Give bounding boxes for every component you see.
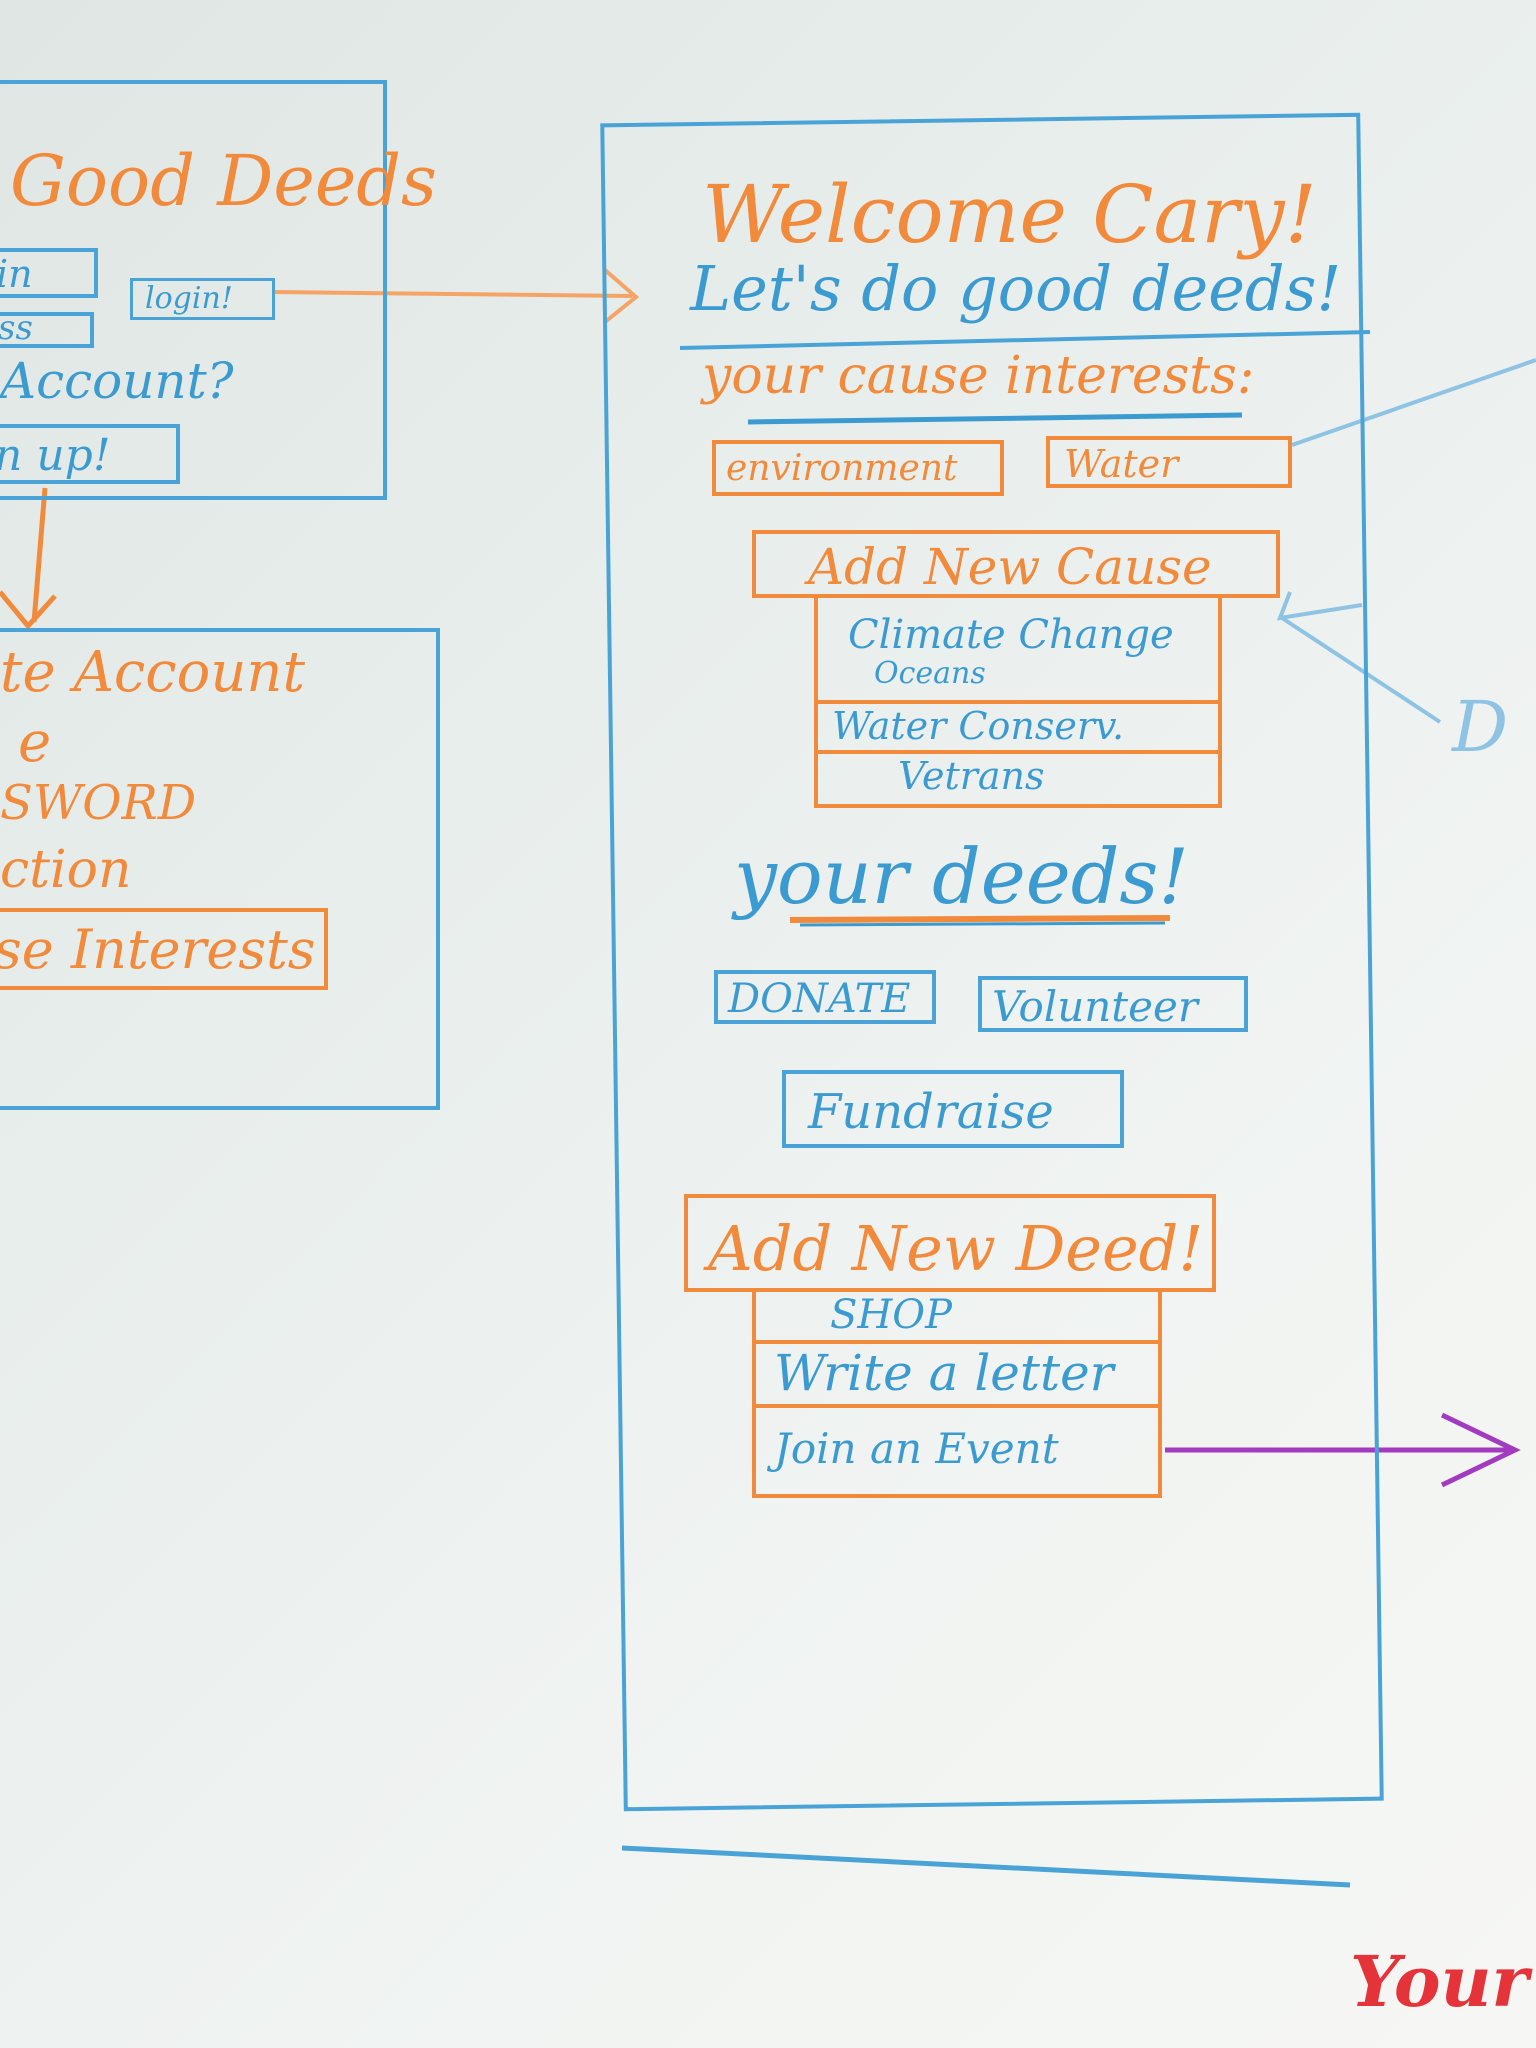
login-screen-frame [0, 80, 387, 500]
stroke-water-to-right [1291, 358, 1536, 447]
cause-option-climate-label: Climate Change [848, 612, 1174, 658]
create-account-line-3: ction [0, 840, 132, 900]
underline-deeds-orange [789, 915, 1171, 923]
add-cause-button[interactable]: Add New Cause [752, 530, 1280, 598]
create-account-line-2: SWORD [0, 775, 197, 831]
deeds-heading: your deeds! [734, 832, 1189, 921]
login-button[interactable]: login! [130, 278, 275, 320]
deed-dropdown: SHOP Write a letter Join an Event [752, 1292, 1162, 1498]
interest-chip-water-label: Water [1064, 442, 1179, 486]
create-account-line-1: e [18, 710, 52, 775]
right-margin-note: D [1452, 686, 1509, 768]
header-divider [679, 330, 1371, 350]
bottom-margin-note: Your [1350, 1940, 1529, 2023]
underline-interests [747, 412, 1243, 425]
add-deed-button[interactable]: Add New Deed! [684, 1194, 1216, 1292]
interest-chip-environment-label: environment [726, 448, 958, 489]
login-field-username[interactable]: in [0, 248, 98, 298]
deed-button-donate-label: DONATE [728, 976, 911, 1022]
deed-option-shop-label: SHOP [830, 1292, 952, 1338]
signup-button-label: n up! [0, 430, 111, 481]
cause-option-water-conserv-label: Water Conserv. [832, 704, 1125, 748]
deed-button-volunteer[interactable]: Volunteer [978, 976, 1248, 1032]
cause-option-oceans-label: Oceans [874, 656, 986, 691]
deed-button-fundraise[interactable]: Fundraise [782, 1070, 1124, 1148]
home-subtitle: Let's do good deeds! [690, 252, 1342, 325]
arrow-login-to-create-head [0, 590, 57, 630]
arrow-login-to-home-head [603, 268, 640, 324]
deed-option-shop[interactable]: SHOP [756, 1292, 1158, 1344]
deed-option-write-letter-label: Write a letter [774, 1344, 1114, 1402]
login-title: Good Deeds [10, 140, 437, 222]
deed-button-volunteer-label: Volunteer [992, 982, 1198, 1031]
interests-heading: your cause interests: [702, 346, 1255, 406]
arrow-login-to-home [274, 290, 633, 298]
deed-button-fundraise-label: Fundraise [808, 1084, 1054, 1140]
signup-button[interactable]: n up! [0, 424, 180, 484]
cause-option-vetrans[interactable]: Vetrans [818, 754, 1218, 802]
bottom-edge-line [621, 1845, 1351, 1888]
cause-interests-button-label: se Interests [0, 918, 316, 981]
login-field-username-text: in [0, 252, 33, 296]
cause-option-vetrans-label: Vetrans [898, 754, 1045, 798]
add-cause-button-label: Add New Cause [808, 538, 1212, 596]
create-account-title: te Account [0, 640, 305, 705]
create-account-frame [0, 628, 440, 1110]
login-button-label: login! [145, 281, 233, 316]
account-prompt: Account? [0, 352, 234, 410]
login-field-password-text: ss [0, 308, 33, 348]
cause-option-oceans[interactable]: Oceans [818, 656, 1218, 704]
underline-deeds-blue [799, 921, 1166, 927]
cause-dropdown: Climate Change Oceans Water Conserv. Vet… [814, 598, 1222, 808]
add-deed-button-label: Add New Deed! [708, 1212, 1204, 1285]
deed-option-write-letter[interactable]: Write a letter [756, 1344, 1158, 1408]
arrow-dropdown-pointer [1280, 616, 1442, 724]
cause-option-climate[interactable]: Climate Change [818, 612, 1218, 672]
cause-interests-button[interactable]: se Interests [0, 908, 328, 990]
login-field-password[interactable]: ss [0, 308, 94, 348]
arrow-event-to-right-head [1440, 1412, 1521, 1488]
interest-chip-water[interactable]: Water [1046, 436, 1292, 488]
home-greeting: Welcome Cary! [702, 168, 1317, 261]
deed-option-join-event[interactable]: Join an Event [756, 1408, 1158, 1488]
cause-option-water-conserv[interactable]: Water Conserv. [818, 704, 1218, 754]
deed-option-join-event-label: Join an Event [774, 1424, 1059, 1473]
interest-chip-environment[interactable]: environment [712, 440, 1004, 496]
arrow-dropdown-pointer-head [1276, 591, 1363, 621]
arrow-login-to-create [31, 487, 48, 623]
deed-button-donate[interactable]: DONATE [714, 970, 936, 1024]
